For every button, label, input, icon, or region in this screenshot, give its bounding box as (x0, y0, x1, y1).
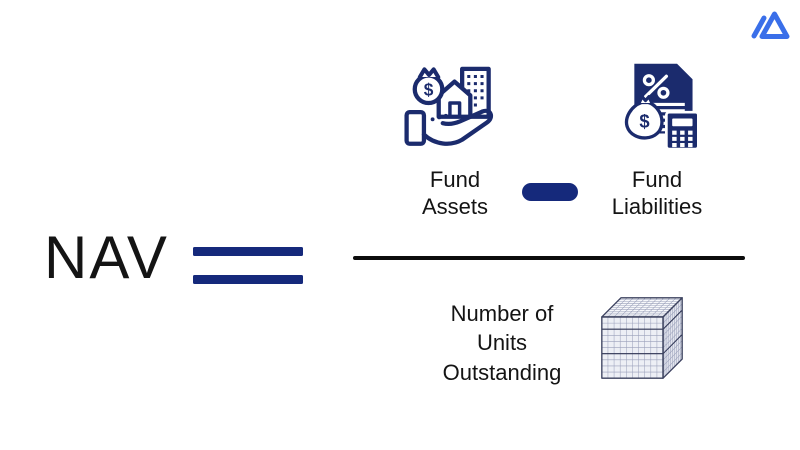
calculator-buttons (672, 130, 693, 148)
units-outstanding-label: Number of Units Outstanding (442, 301, 562, 385)
calculator-screen (672, 118, 693, 127)
percent-symbol (642, 74, 670, 99)
building-windows (467, 74, 484, 107)
fund-assets-label: Fund Assets (421, 167, 489, 220)
dollar-sign: $ (639, 111, 649, 132)
money-bag-tie (417, 67, 441, 80)
brand-logo (748, 5, 792, 45)
hand-palm (421, 108, 494, 146)
hand-cuff (404, 110, 427, 146)
cube-dark-lines (601, 309, 683, 355)
dollar-sign: $ (424, 79, 434, 99)
equals-sign (193, 247, 303, 284)
house-door (448, 101, 462, 119)
money-bag (624, 100, 664, 140)
equals-bar-bottom (193, 275, 303, 284)
fund-liabilities-label: Fund Liabilities (611, 167, 703, 220)
document-percent-calculator-icon: $ (613, 54, 710, 151)
mountain-logo-icon (751, 11, 790, 39)
hand-knuckle-dots (430, 113, 448, 122)
formula-lhs: NAV (44, 224, 169, 291)
minus-operator (522, 183, 578, 201)
equals-bar-top (193, 247, 303, 256)
hand-holding-assets-icon: $ (401, 54, 507, 153)
grid-cube-icon (596, 294, 688, 382)
money-bag-tie (637, 95, 654, 104)
fraction-line (353, 256, 745, 260)
